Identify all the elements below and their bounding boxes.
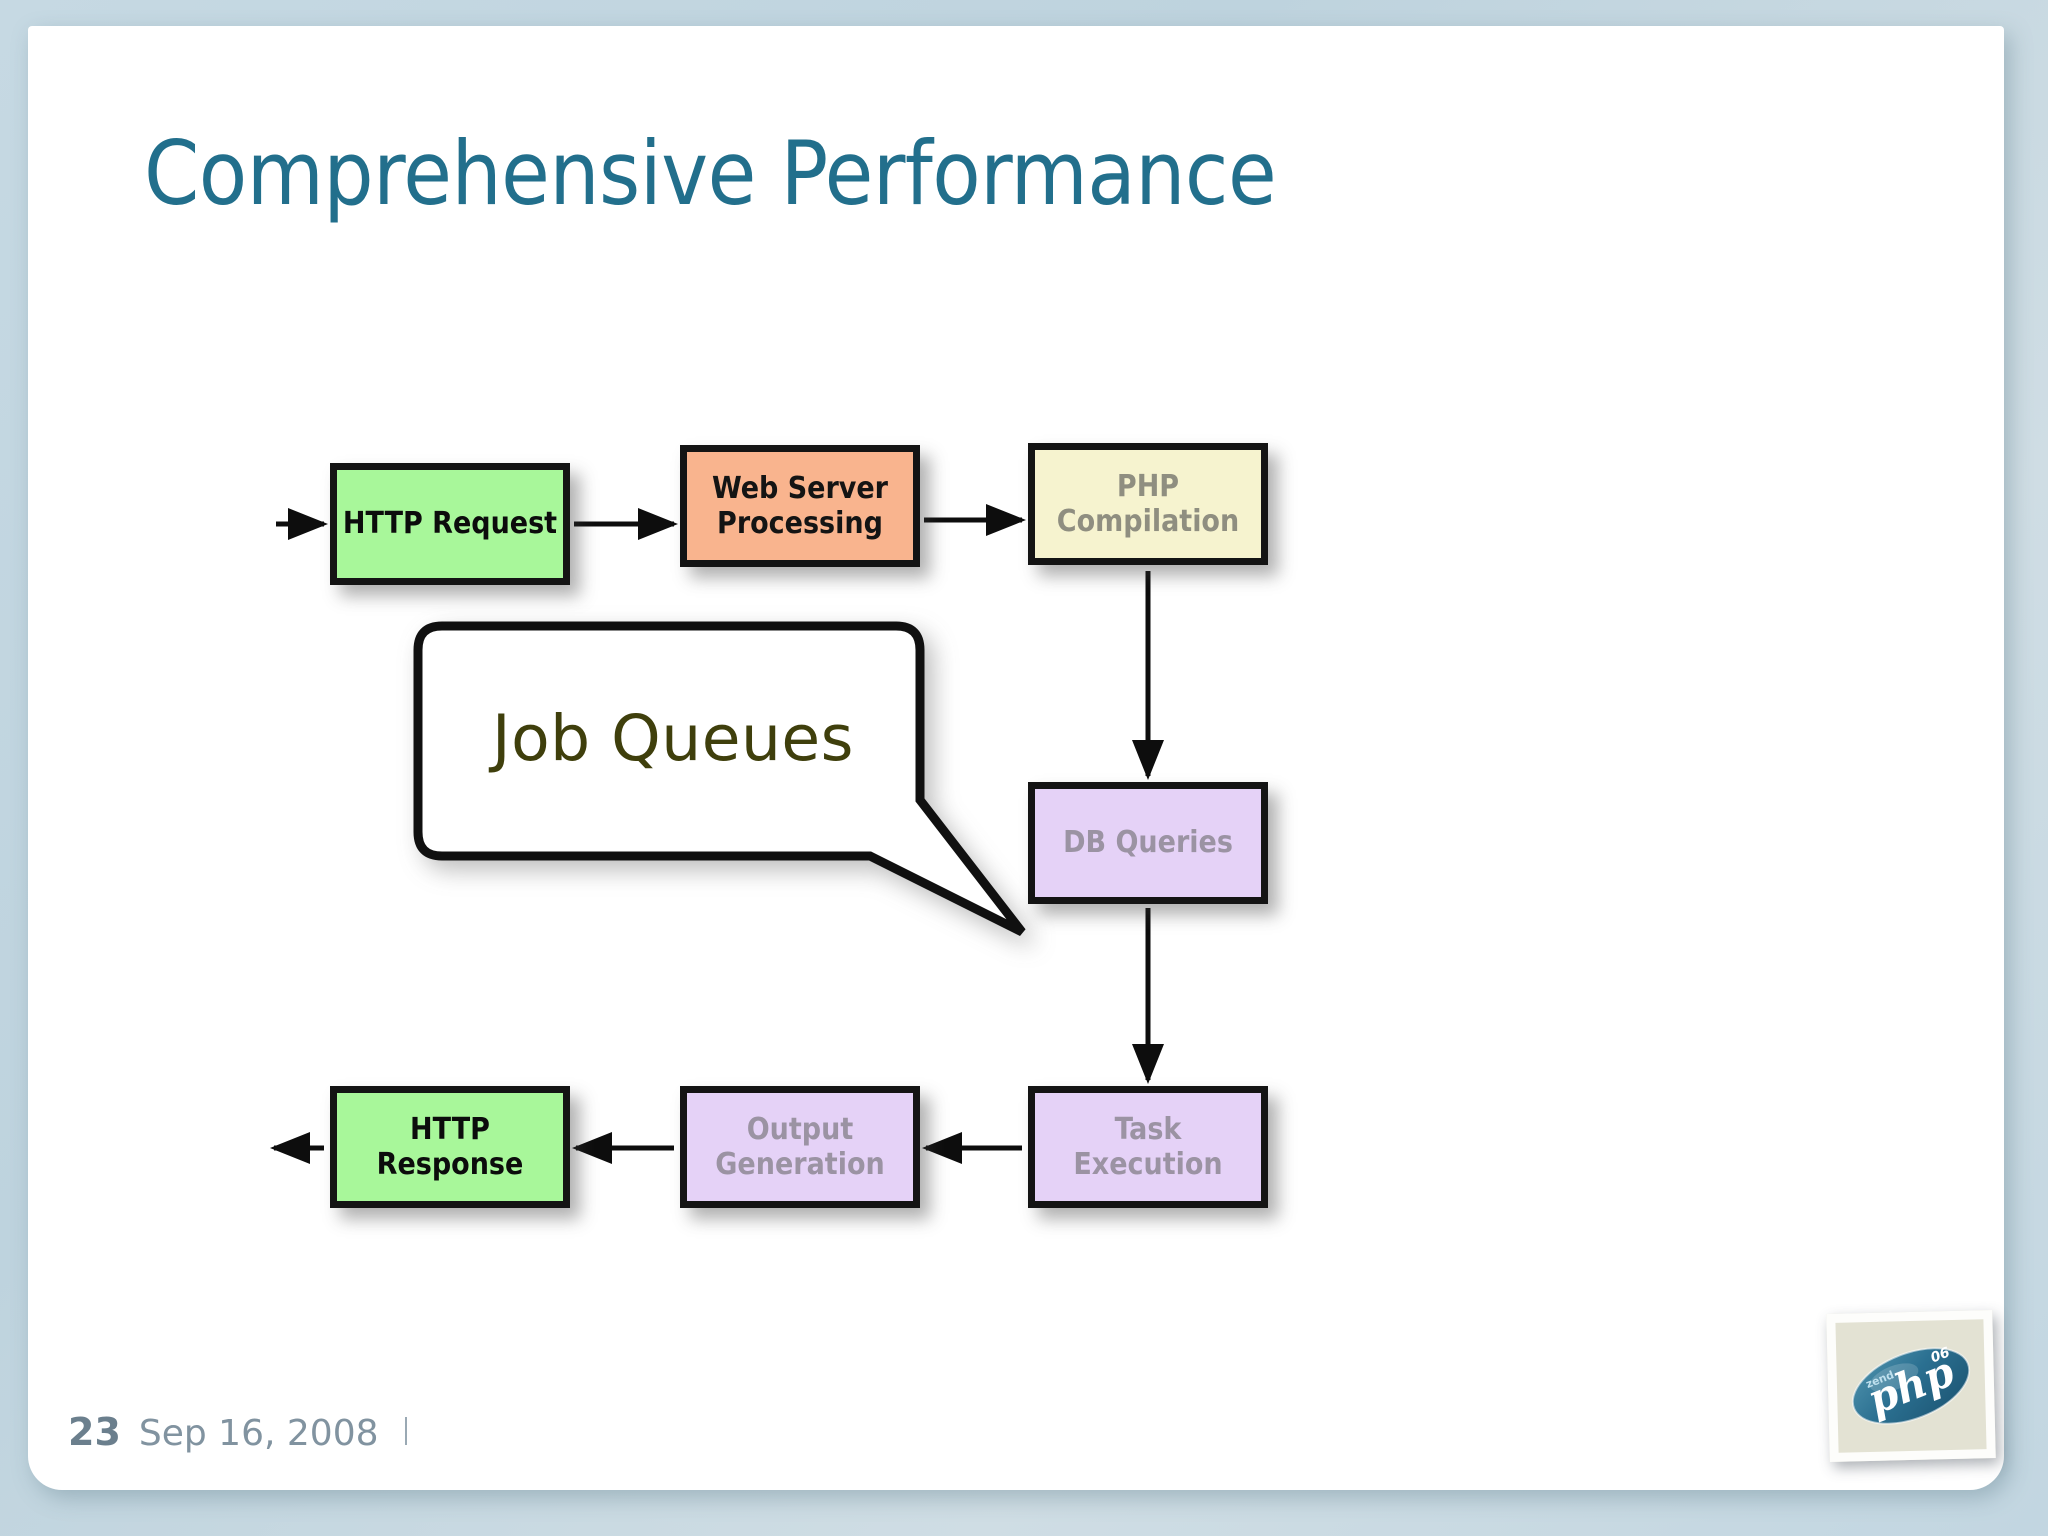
flow-node-label: Task Execution bbox=[1073, 1111, 1223, 1182]
job-queues-callout[interactable]: Job Queues bbox=[413, 621, 1026, 937]
flow-node-web-server-processing[interactable]: Web Server Processing bbox=[680, 445, 920, 567]
svg-text:06: 06 bbox=[1928, 1344, 1952, 1366]
flow-node-http-request[interactable]: HTTP Request bbox=[330, 463, 570, 585]
callout-label: Job Queues bbox=[492, 701, 854, 775]
flow-node-label: PHP Compilation bbox=[1056, 468, 1240, 539]
footer-date: Sep 16, 2008 bbox=[138, 1413, 379, 1454]
flow-node-output-generation[interactable]: Output Generation bbox=[680, 1086, 920, 1208]
php-logo-icon: php zend 06 bbox=[1851, 1344, 1971, 1425]
flow-node-label: DB Queries bbox=[1063, 825, 1233, 861]
flow-node-task-execution[interactable]: Task Execution bbox=[1028, 1086, 1268, 1208]
footer: 23 Sep 16, 2008 bbox=[68, 1410, 407, 1454]
php-logo: php zend 06 bbox=[1826, 1309, 1996, 1463]
slide-number: 23 bbox=[68, 1410, 121, 1454]
slide-canvas: Comprehensive Performance bbox=[28, 26, 2004, 1490]
flow-node-db-queries[interactable]: DB Queries bbox=[1028, 782, 1268, 904]
callout-shape bbox=[413, 621, 1026, 937]
flow-node-label: HTTP Request bbox=[342, 506, 558, 542]
flow-node-http-response[interactable]: HTTP Response bbox=[330, 1086, 570, 1208]
flow-node-label: Web Server Processing bbox=[711, 470, 888, 541]
flow-node-label: Output Generation bbox=[715, 1111, 885, 1182]
page-title: Comprehensive Performance bbox=[144, 122, 1277, 225]
performance-flow-diagram: HTTP Request Web Server Processing PHP C… bbox=[28, 26, 2004, 1490]
flow-node-php-compilation[interactable]: PHP Compilation bbox=[1028, 443, 1268, 565]
flow-node-label: HTTP Response bbox=[376, 1111, 524, 1182]
footer-divider bbox=[404, 1417, 407, 1445]
